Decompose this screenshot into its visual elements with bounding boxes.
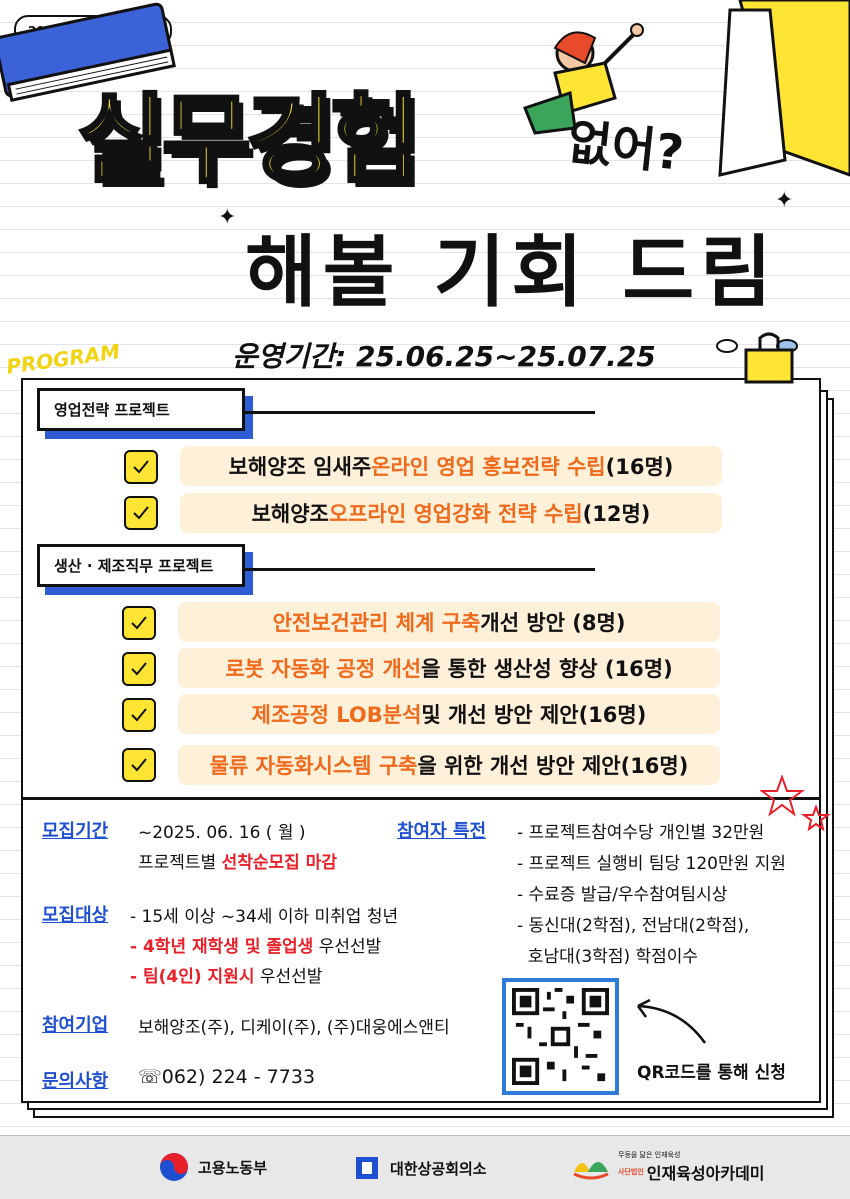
logo-moel: 고용노동부 (158, 1151, 267, 1183)
logo-academy: 무등을 닮은 인재육성 사단법인 인재육성아카데미 (572, 1150, 765, 1184)
project-item: 물류 자동화시스템 구축 을 위한 개선 방안 제안(16명) (178, 745, 720, 785)
title-question: 없어? (564, 114, 687, 182)
footer (0, 1135, 850, 1199)
qr-code-icon (512, 988, 609, 1085)
taegeuk-icon (160, 1153, 188, 1181)
note-highlight: 선착순모집 마감 (221, 853, 338, 873)
section-title: 영업전략 프로젝트 (37, 388, 245, 431)
benefit-item: - 동신대(2학점), 전남대(2학점), (517, 916, 750, 936)
company-value: 보해양조(주), 디케이(주), (주)대웅에스앤티 (138, 1018, 450, 1038)
target-label: 모집대상 (42, 905, 109, 926)
check-icon (122, 606, 156, 640)
check-icon (124, 496, 158, 530)
logo-text: 고용노동부 (198, 1158, 268, 1177)
project-item: 로봇 자동화 공정 개선 을 통한 생산성 향상 (16명) (178, 648, 720, 688)
target-text: 우선선발 (254, 967, 323, 987)
target-highlight: - 4학년 재학생 및 졸업생 (130, 937, 314, 957)
project-item: 제조공정 LOB분석 및 개선 방안 제안(16명) (178, 694, 720, 734)
check-icon (124, 450, 158, 484)
program-label: PROGRAM (4, 339, 122, 379)
target-highlight: - 팀(4인) 지원시 (130, 967, 255, 987)
academy-icon (573, 1162, 609, 1180)
target-text: 우선선발 (313, 937, 382, 957)
item-highlight: 오프라인 영업강화 전략 수립 (328, 502, 583, 526)
sparkle-icon: ✦ (775, 188, 794, 213)
benefit-item: 호남대(3학점) 학점이수 (517, 947, 699, 967)
binder-clip-icon (744, 332, 794, 384)
item-highlight: 온라인 영업 홍보전략 수립 (371, 455, 606, 479)
recruit-period-label: 모집기간 (42, 821, 109, 842)
item-text: (12명) (582, 502, 651, 526)
project-item: 보해양조 오프라인 영업강화 전략 수립 (12명) (180, 493, 722, 533)
target-line: - 4학년 재학생 및 졸업생 우선선발 (130, 932, 381, 957)
item-text: 및 개선 방안 제안(16명) (421, 703, 647, 727)
recruit-period-date: ~2025. 06. 16 ( 월 ) (138, 823, 306, 843)
item-text: (16명) (605, 455, 674, 479)
qr-code[interactable] (502, 978, 619, 1095)
logo-text: 인재육성아카데미 (646, 1164, 765, 1183)
item-highlight: 제조공정 LOB분석 (251, 703, 422, 727)
item-text: 을 위한 개선 방안 제안(16명) (417, 754, 689, 778)
qr-caption: QR코드를 통해 신청 (637, 1063, 786, 1083)
info-divider (21, 797, 821, 800)
logo-kcci: 대한상공회의소 (352, 1155, 487, 1181)
star-icon (760, 775, 832, 832)
target-line: - 15세 이상 ~34세 이하 미취업 청년 (130, 907, 399, 927)
check-icon (122, 698, 156, 732)
main-title: 실무경험 (76, 82, 421, 198)
kcci-icon (356, 1157, 378, 1179)
company-label: 참여기업 (42, 1015, 109, 1036)
check-icon (122, 652, 156, 686)
benefit-item: - 프로젝트참여수당 개인별 32만원 (517, 823, 765, 843)
sub-title: 해볼 기회 드림 (245, 228, 778, 318)
target-line: - 팀(4인) 지원시 우선선발 (130, 962, 322, 987)
book-illustration (0, 2, 176, 102)
project-item: 안전보건관리 체계 구축 개선 방안 (8명) (178, 602, 720, 642)
project-item: 보해양조 임새주 온라인 영업 홍보전략 수립 (16명) (180, 446, 722, 486)
item-highlight: 안전보건관리 체계 구축 (272, 611, 481, 635)
logo-slogan: 무등을 닮은 인재육성 (618, 1151, 681, 1159)
content-paper (21, 378, 821, 1103)
recruit-period-note: 프로젝트별 선착순모집 마감 (138, 848, 337, 873)
logo-tag: 사단법인 (618, 1168, 644, 1176)
benefit-label: 참여자 특전 (397, 821, 487, 842)
note-text: 프로젝트별 (138, 853, 222, 873)
item-text: 을 통한 생산성 향상 (16명) (421, 657, 673, 681)
item-highlight: 로봇 자동화 공정 개선 (225, 657, 422, 681)
section-title: 생산 · 제조직무 프로젝트 (37, 544, 245, 587)
item-text: 개선 방안 (8명) (480, 611, 626, 635)
item-text: 보해양조 임새주 (228, 455, 372, 479)
operation-period: 운영기간: 25.06.25~25.07.25 (232, 340, 656, 373)
arrow-icon (636, 998, 707, 1044)
section-divider (245, 411, 595, 414)
item-text: 보해양조 (251, 502, 329, 526)
item-highlight: 물류 자동화시스템 구축 (209, 754, 418, 778)
character-illustration (523, 23, 644, 135)
contact-label: 문의사항 (42, 1071, 109, 1092)
benefit-item: - 수료증 발급/우수참여팀시상 (517, 885, 728, 905)
open-book-illustration (718, 0, 850, 177)
benefit-item: - 프로젝트 실행비 팀당 120만원 지원 (517, 854, 786, 874)
check-icon (122, 748, 156, 782)
contact-phone: ☏062) 224 - 7733 (138, 1066, 316, 1088)
section-divider (245, 568, 595, 571)
sparkle-icon: ✦ (218, 205, 237, 230)
logo-text: 대한상공회의소 (390, 1159, 487, 1178)
